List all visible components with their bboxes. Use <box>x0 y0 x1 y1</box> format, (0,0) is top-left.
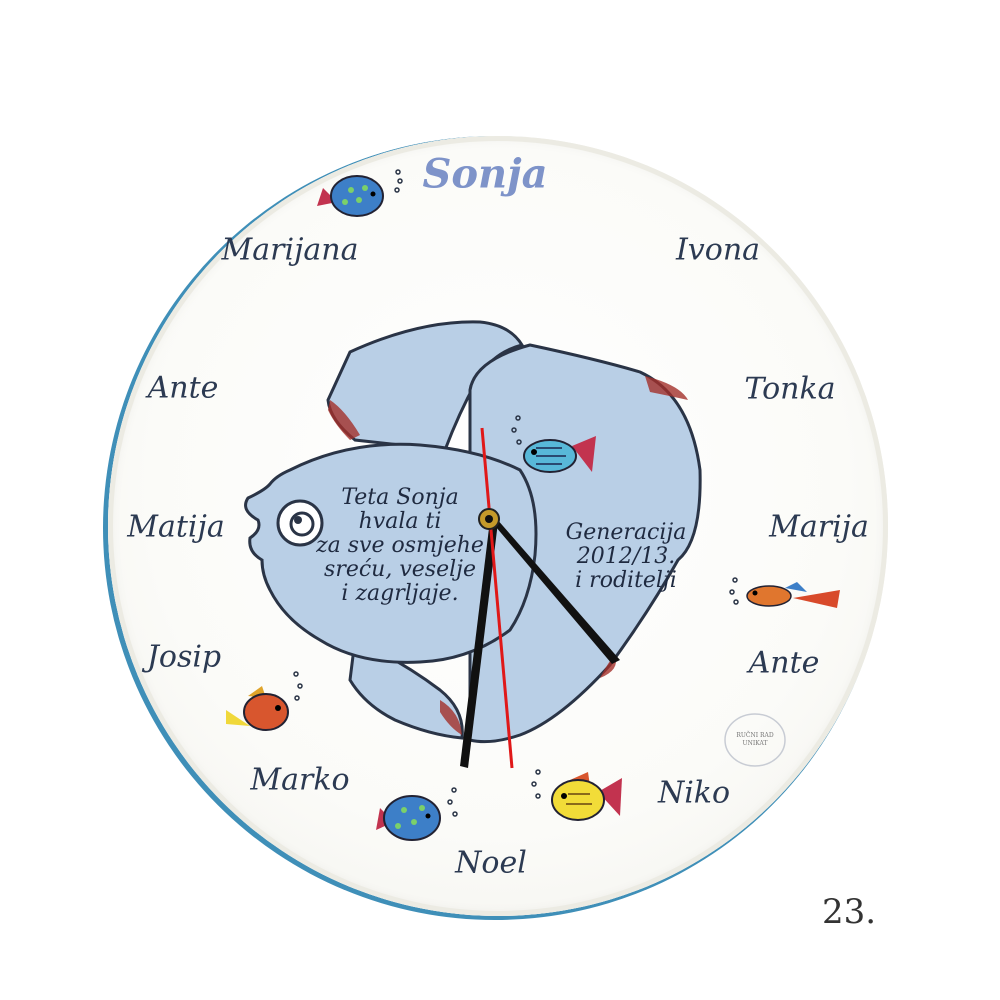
message-left-line: hvala ti <box>358 509 442 534</box>
handmade-stamp-icon <box>724 713 786 767</box>
name-niko: Niko <box>657 775 731 811</box>
message-right-line: Generacija <box>565 520 687 545</box>
small-fish-icon <box>376 795 441 841</box>
small-fish-icon <box>746 582 840 608</box>
message-left-line: za sve osmjehe <box>316 533 484 558</box>
name-tonka: Tonka <box>744 371 836 407</box>
message-right: Generacija 2012/13. i roditelji <box>566 521 687 593</box>
bubbles <box>293 169 739 817</box>
message-left-line: sreću, veselje <box>324 557 476 582</box>
message-left-line: i zagrljaje. <box>341 581 459 606</box>
small-fish-icon <box>317 175 384 217</box>
name-ivona: Ivona <box>675 232 761 268</box>
name-ante-left: Ante <box>147 370 219 406</box>
message-left-line: Teta Sonja <box>341 485 459 510</box>
stamp-line: RUČNI RAD <box>736 732 774 739</box>
small-fish-icon <box>226 686 289 731</box>
small-fish-icon <box>523 436 596 473</box>
message-right-line: i roditelji <box>575 568 677 593</box>
name-marijana: Marijana <box>221 232 359 268</box>
catalog-number: 23. <box>822 892 877 932</box>
name-noel: Noel <box>455 845 527 881</box>
small-fish-icon <box>551 772 622 821</box>
stamp-line: UNIKAT <box>742 740 768 747</box>
message-right-line: 2012/13. <box>576 544 676 569</box>
message-left: Teta Sonja hvala ti za sve osmjehe sreću… <box>316 486 484 606</box>
name-marko: Marko <box>250 762 350 798</box>
clock-title: Sonja <box>422 150 548 198</box>
name-josip: Josip <box>146 639 222 675</box>
stamp-text: RUČNI RAD UNIKAT <box>736 732 773 748</box>
fish-eye <box>276 499 324 547</box>
name-ante-right: Ante <box>748 645 820 681</box>
name-matija: Matija <box>127 509 225 545</box>
name-marija: Marija <box>769 509 869 545</box>
clock-hands-icon <box>460 427 620 769</box>
